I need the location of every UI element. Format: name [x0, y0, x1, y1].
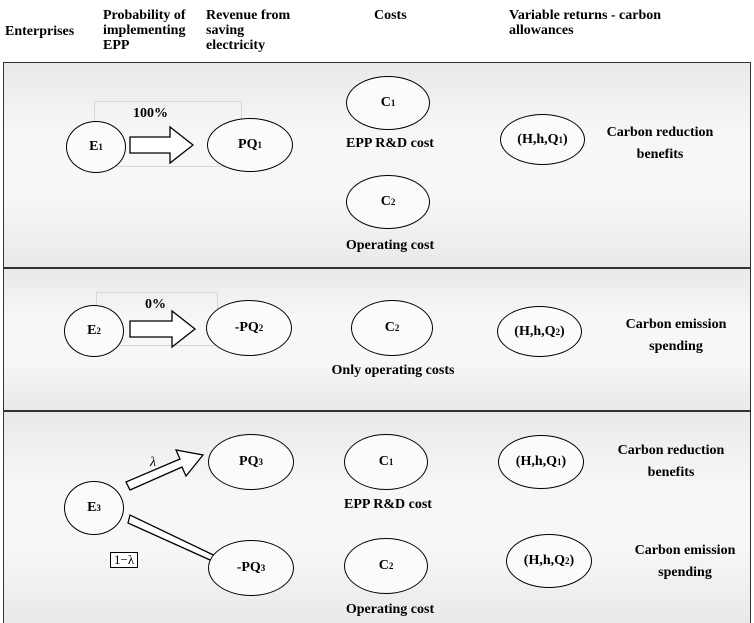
node-returns-row2-label: (H,h,Q	[514, 323, 556, 339]
node-returns-row3-lower-close: )	[569, 553, 575, 568]
node-enterprise-1-label: E	[89, 139, 99, 154]
node-cost-c1-row1-label: C	[380, 95, 391, 110]
node-cost-c1-row3-label: C	[378, 454, 389, 469]
node-returns-row1-sub: 1	[558, 134, 564, 145]
probability-one-minus-lambda: 1−λ	[110, 552, 139, 568]
node-revenue-3-upper-sub: 3	[258, 457, 263, 467]
node-enterprise-2-label: E	[87, 323, 97, 338]
label-outcome-row2: Carbon emission spending	[625, 317, 727, 354]
node-enterprise-2-sub: 2	[96, 326, 101, 336]
node-returns-row1-label: (H,h,Q	[517, 131, 559, 147]
node-revenue-3-lower-sub: 3	[260, 563, 266, 573]
node-returns-row1-close: )	[563, 131, 568, 147]
node-cost-c2-row1-sub: 2	[390, 197, 396, 207]
node-enterprise-1-sub: 1	[98, 142, 103, 152]
node-revenue-3-lower-label: -PQ	[236, 560, 261, 575]
node-cost-c2-row2-sub: 2	[394, 323, 400, 333]
node-cost-c1-row3-sub: 1	[388, 457, 394, 467]
node-revenue-2-label: -PQ	[234, 320, 259, 335]
node-returns-row2-close: )	[560, 323, 565, 339]
node-cost-c2-row3-sub: 2	[388, 561, 394, 571]
node-cost-c2-row1-label: C	[380, 194, 391, 209]
node-returns-row3-upper-label: (H,h,Q	[515, 454, 558, 469]
header-revenue: Revenue from saving electricity	[206, 8, 291, 53]
header-enterprises: Enterprises	[5, 24, 75, 39]
node-returns-row3-lower-sub: 2	[565, 556, 570, 566]
header-probability: Probability of implementing EPP	[103, 8, 186, 53]
label-operating-cost-row1: Operating cost	[345, 238, 435, 253]
probability-lambda: λ	[150, 455, 157, 470]
node-returns-row2-sub: 2	[555, 326, 561, 337]
node-revenue-1-label: PQ	[238, 137, 258, 152]
label-epp-rd-cost-row1: EPP R&D cost	[346, 136, 434, 151]
label-outcome-row3-upper: Carbon reduction benefits	[617, 443, 725, 480]
probability-100: 100%	[133, 106, 168, 121]
label-epp-rd-cost-row3: EPP R&D cost	[344, 497, 432, 512]
node-cost-c2-row2-label: C	[384, 320, 395, 335]
probability-0: 0%	[145, 297, 166, 312]
node-revenue-1-sub: 1	[257, 140, 262, 150]
node-cost-c2-row3-label: C	[378, 558, 389, 573]
header-variable-returns: Variable returns - carbon allowances	[509, 8, 662, 38]
node-enterprise-3-label: E	[87, 500, 97, 515]
node-cost-c1-row1-sub: 1	[390, 98, 396, 108]
label-outcome-row3-lower: Carbon emission spending	[634, 543, 736, 580]
label-outcome-row1: Carbon reduction benefits	[606, 125, 714, 162]
node-returns-row3-upper-sub: 1	[557, 457, 562, 467]
node-revenue-3-upper-label: PQ	[239, 454, 259, 469]
arrow-3-upper	[125, 449, 205, 491]
arrow-1	[129, 125, 195, 165]
node-enterprise-3-sub: 3	[96, 503, 101, 513]
arrow-2	[129, 309, 197, 349]
node-revenue-2-sub: 2	[258, 323, 264, 333]
label-only-operating-costs: Only operating costs	[331, 363, 455, 378]
node-returns-row3-upper-close: )	[561, 454, 567, 469]
node-returns-row3-lower-label: (H,h,Q	[523, 553, 566, 568]
label-operating-cost-row3: Operating cost	[345, 602, 435, 617]
header-costs: Costs	[374, 8, 407, 23]
